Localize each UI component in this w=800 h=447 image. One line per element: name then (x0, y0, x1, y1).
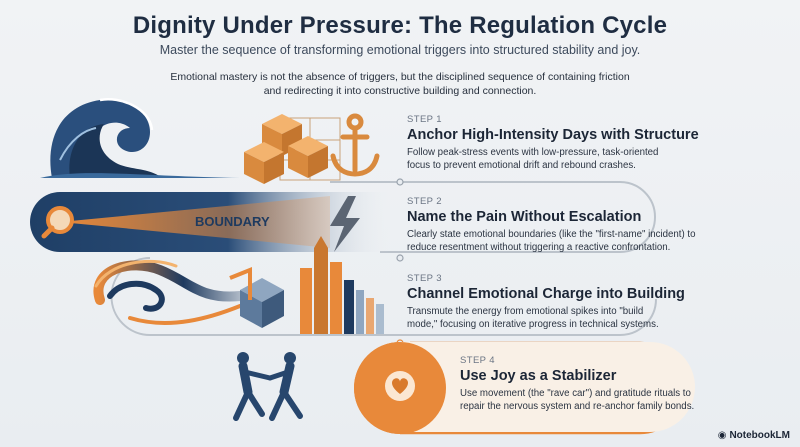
step-label: STEP 1 (407, 114, 442, 125)
skyline-icon (300, 236, 384, 334)
cube-icon (229, 267, 284, 328)
anchor-icon (330, 113, 380, 177)
lightning-icon (330, 196, 360, 252)
step-description: Clearly state emotional boundaries (like… (407, 229, 696, 253)
connector-dot (396, 178, 404, 186)
step-description: Follow peak-stress events with low-press… (407, 147, 659, 171)
step-title: Name the Pain Without Escalation (407, 209, 642, 225)
step-2: STEP 2 Name the Pain Without Escalation … (407, 196, 697, 254)
dancers-icon (233, 352, 303, 421)
wave-icon (40, 98, 240, 178)
step-title: Anchor High-Intensity Days with Structur… (407, 127, 699, 143)
heart-icon (392, 378, 408, 394)
swirl-icon (93, 259, 245, 325)
step-4: STEP 4 Use Joy as a Stabilizer Use movem… (460, 355, 700, 413)
connector-1-2 (330, 181, 656, 253)
step-1: STEP 1 Anchor High-Intensity Days with S… (407, 114, 699, 172)
magnifier-icon (41, 206, 74, 239)
step-label: STEP 3 (407, 273, 442, 284)
notebooklm-logo-icon: ◉ (717, 430, 727, 441)
step-label: STEP 2 (407, 196, 442, 207)
step-description: Transmute the energy from emotional spik… (407, 306, 659, 330)
step-label: STEP 4 (460, 355, 495, 366)
step-3: STEP 3 Channel Emotional Charge into Bui… (407, 273, 685, 331)
boundary-label: BOUNDARY (195, 214, 270, 229)
brand-logo: ◉ NotebookLM (718, 430, 790, 441)
step-description: Use movement (the "rave car") and gratit… (460, 388, 695, 412)
step-title: Channel Emotional Charge into Building (407, 286, 685, 302)
page-subtitle: Master the sequence of transforming emot… (159, 43, 641, 57)
step-title: Use Joy as a Stabilizer (460, 368, 617, 384)
step4-band (400, 342, 695, 432)
blocks-icon (244, 114, 341, 184)
intro-text: Emotional mastery is not the absence of … (170, 71, 630, 97)
page-title: Dignity Under Pressure: The Regulation C… (132, 12, 668, 39)
connector-dot (396, 254, 404, 262)
brand-name: NotebookLM (729, 430, 790, 441)
boundary-beam (60, 196, 330, 248)
